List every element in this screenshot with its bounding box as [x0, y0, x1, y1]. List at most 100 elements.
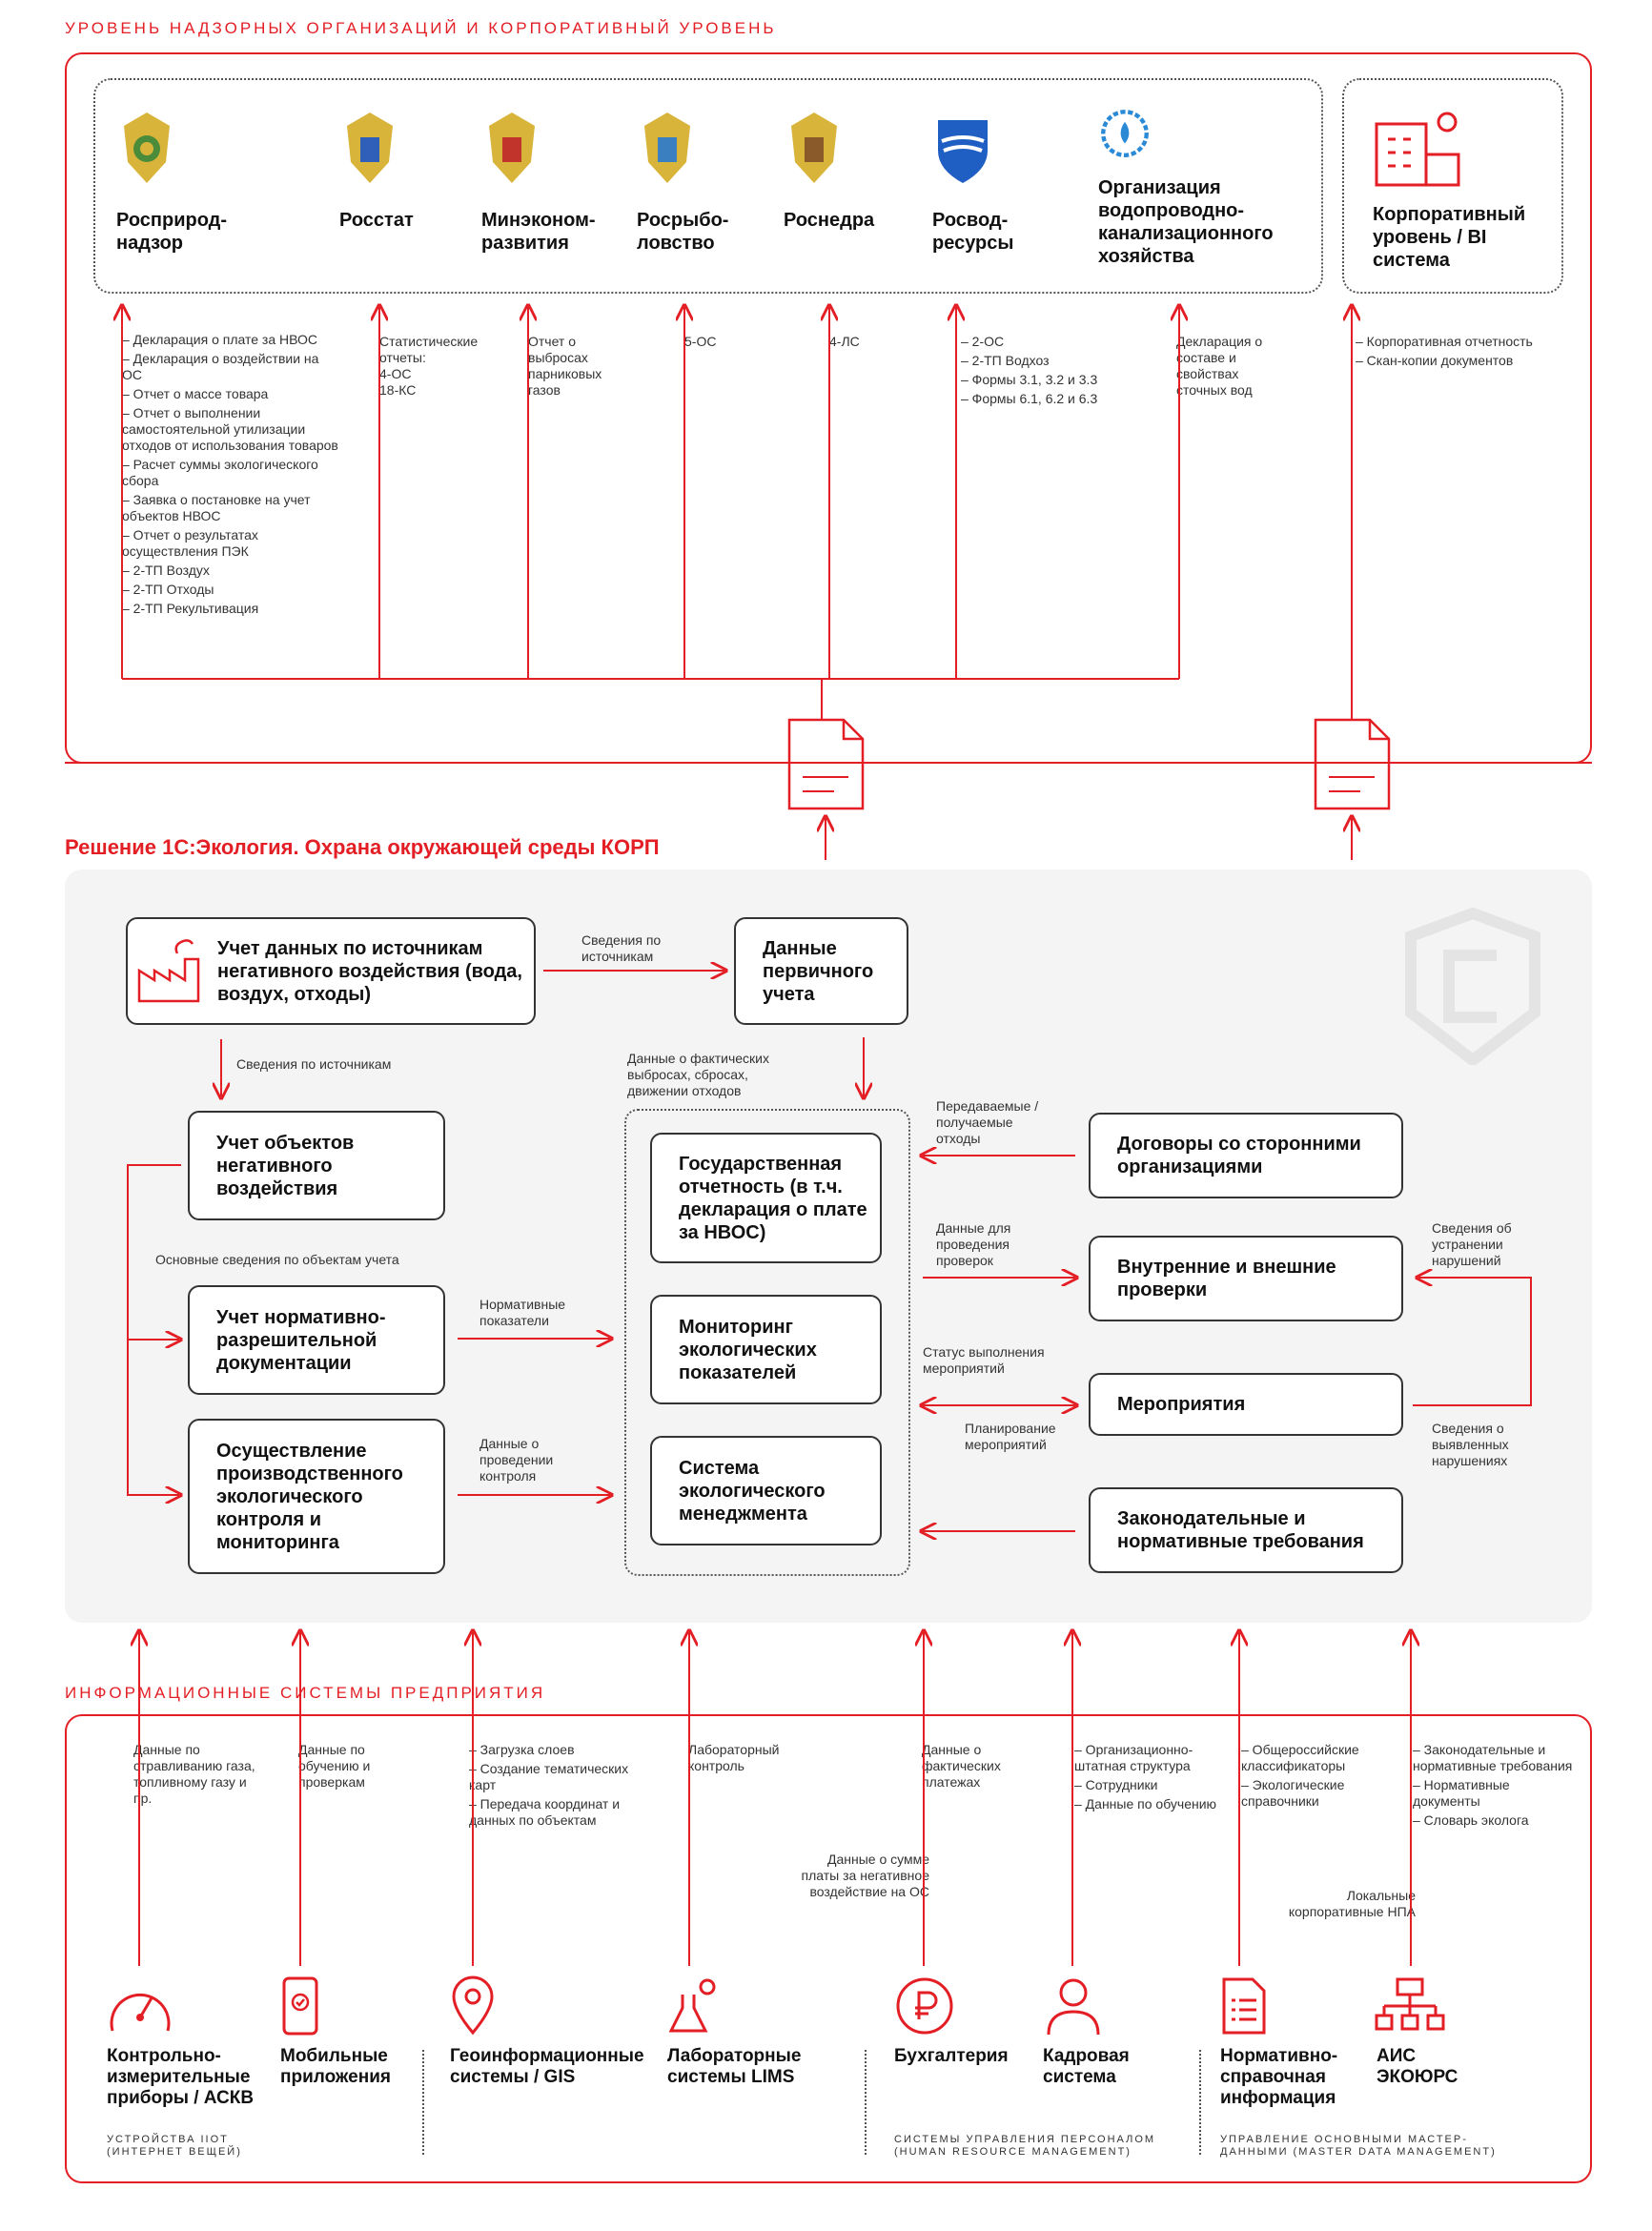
label-found-info: Сведения о выявленных нарушениях: [1432, 1421, 1509, 1468]
agency-minekonom: Минэконом-развития: [481, 107, 615, 255]
caption-mdm: Управление основными мастер-данными (Mas…: [1220, 2134, 1497, 2158]
system-lims: Лабораторные системы LIMS: [667, 2046, 802, 2087]
ruble-icon: [896, 1977, 953, 2035]
flow-item: – Экологические справочники: [1241, 1777, 1345, 1809]
report-item: – Корпоративная отчетность: [1356, 334, 1533, 349]
separator: [422, 2050, 424, 2155]
water-gear-icon: [1101, 110, 1149, 157]
separator: [1199, 2050, 1201, 2155]
box-sources: Учет данных по источникам негативного во…: [126, 917, 536, 1025]
emblem-icon: [347, 113, 393, 183]
hierarchy-icon: [1375, 1977, 1445, 2031]
box-events: Мероприятия: [1089, 1373, 1403, 1436]
emblem-icon: [644, 113, 690, 183]
agency-rosvodresursy: Росвод-ресурсы: [932, 107, 1066, 255]
label-waste-transfer: Передаваемые / получаемые отходы: [936, 1098, 1039, 1146]
separator: [865, 2050, 867, 2155]
flow-item: – Данные по обучению: [1074, 1796, 1217, 1811]
box-reporting: Государственная отчетность (в т.ч. декла…: [650, 1133, 882, 1263]
flow-hr-data: – Организационно-штатная структура – Сот…: [1074, 1742, 1227, 1815]
box-audits: Внутренние и внешние проверки: [1089, 1236, 1403, 1321]
label-src-to-objects: Сведения по источникам: [236, 1056, 392, 1072]
system-hr: Кадровая система: [1043, 2046, 1130, 2087]
label-norm: Нормативные показатели: [479, 1297, 566, 1328]
phone-icon: [282, 1976, 318, 2036]
rosnedra-reports: 4-ЛС: [829, 334, 860, 349]
solution-title: Решение 1С:Экология. Охрана окружающей с…: [65, 835, 660, 859]
report-item: – Декларация о воздействии на ОС: [122, 351, 319, 382]
box-primary: Данные первичного учета: [734, 917, 908, 1025]
report-item: – Формы 6.1, 6.2 и 6.3: [961, 391, 1098, 406]
1c-logo-watermark: [1405, 908, 1540, 1065]
agency-name: Росвод-ресурсы: [932, 210, 1014, 254]
flow-item: – Нормативные документы: [1413, 1777, 1510, 1809]
flow-payment-sum: Данные о сумме платы за негативное возде…: [801, 1852, 929, 1899]
flow-aisecoyurs-data: – Законодательные и нормативные требован…: [1413, 1742, 1575, 1832]
flow-item: – Сотрудники: [1074, 1777, 1158, 1792]
label-basic: Основные сведения по объектам учета: [155, 1252, 399, 1267]
corporate-group: [1342, 78, 1563, 294]
report-item: – Расчет суммы экологического сбора: [122, 457, 318, 488]
map-pin-icon: [452, 1975, 494, 2036]
report-item: – 2-ТП Рекультивация: [122, 601, 259, 616]
top-section-title: Уровень надзорных организаций и корпорат…: [65, 19, 777, 37]
system-accounting: Бухгалтерия: [894, 2046, 1009, 2066]
box-monitoring: Мониторинг экологических показателей: [650, 1295, 882, 1404]
gauge-icon: [110, 1993, 171, 2032]
caption-iiot: Устройства IIoT (интернет вещей): [107, 2134, 242, 2158]
report-item: – 2-ТП Водхоз: [961, 353, 1050, 368]
agencies-group: [93, 78, 1323, 294]
report-item: – 2-ТП Отходы: [122, 582, 214, 597]
system-aisecoyurs: АИС ЭКОЮРС: [1377, 2046, 1458, 2087]
report-item: 18-КС: [379, 382, 417, 398]
caption-hrm: Системы управления персоналом (Human Res…: [894, 2134, 1156, 2158]
flow-payments: Данные о фактических платежах: [922, 1742, 1001, 1790]
report-item: – Отчет о результатах осуществления ПЭК: [122, 527, 258, 559]
flow-item: – Передача координат и данных по объекта…: [469, 1796, 621, 1828]
box-contracts: Договоры со сторонними организациями: [1089, 1113, 1403, 1198]
report-heading: Статистические отчеты:: [379, 334, 479, 365]
flow-gas-data: Данные по стравливанию газа, топливному …: [133, 1742, 255, 1806]
label-control-data: Данные о проведении контроля: [479, 1436, 554, 1484]
system-askv: Контрольно-измерительные приборы / АСКВ: [107, 2046, 255, 2108]
agency-name: Росрыбо-ловство: [637, 210, 729, 254]
flow-training-data: Данные по обучению и проверкам: [298, 1742, 371, 1790]
shield-icon: [938, 120, 988, 183]
box-objects: Учет объектов негативного воздействия: [188, 1111, 445, 1220]
report-item: – Заявка о постановке на учет объектов Н…: [122, 492, 311, 523]
building-gear-icon: [1375, 112, 1460, 187]
flow-item: – Общероссийские классификаторы: [1241, 1742, 1359, 1773]
label-facts: Данные о фактических выбросах, сбросах, …: [627, 1051, 769, 1098]
reporting-group: [624, 1109, 910, 1576]
agency-name: Росприрод-надзор: [116, 210, 228, 254]
box-legal: Законодательные и нормативные требования: [1089, 1487, 1403, 1573]
rosprirodnadzor-reports: – Декларация о плате за НВОС – Деклараци…: [122, 332, 341, 620]
agency-rosnedra: Роснедра: [784, 107, 917, 232]
box-ems: Система экологического менеджмента: [650, 1436, 882, 1545]
report-item: – Формы 3.1, 3.2 и 3.3: [961, 372, 1098, 387]
flow-local-npa: Локальные корпоративные НПА: [1288, 1888, 1416, 1919]
system-mobile: Мобильные приложения: [280, 2046, 391, 2087]
label-event-plan: Планирование мероприятий: [965, 1421, 1056, 1452]
rosrybolovstvo-reports: 5-ОС: [684, 334, 717, 349]
report-item: – 2-ТП Воздух: [122, 563, 210, 578]
report-item: – 2-ОС: [961, 334, 1005, 349]
agency-rosprirodnadzor: Росприрод-надзор: [116, 107, 250, 255]
agency-name: Минэконом-развития: [481, 210, 596, 254]
flow-item: – Законодательные и нормативные требован…: [1413, 1742, 1573, 1773]
flow-item: – Словарь эколога: [1413, 1812, 1529, 1828]
report-item: – Декларация о плате за НВОС: [122, 332, 317, 347]
report-item: – Отчет о массе товара: [122, 386, 269, 401]
label-fix-info: Сведения об устранении нарушений: [1432, 1220, 1512, 1268]
person-icon: [1047, 1978, 1100, 2036]
system-gis: Геоинформационные системы / GIS: [450, 2046, 644, 2087]
emblem-icon: [124, 113, 170, 183]
report-item: – Скан-копии документов: [1356, 353, 1514, 368]
report-item: 4-ОС: [379, 366, 412, 381]
emblem-icon: [791, 113, 837, 183]
water-utility-reports: Декларация о составе и свойствах сточных…: [1176, 334, 1263, 398]
agency-rosstat: Росстат: [339, 107, 473, 232]
agency-name: Роснедра: [784, 210, 875, 231]
corporate-name: Корпоративный уровень / BI система: [1373, 204, 1526, 271]
